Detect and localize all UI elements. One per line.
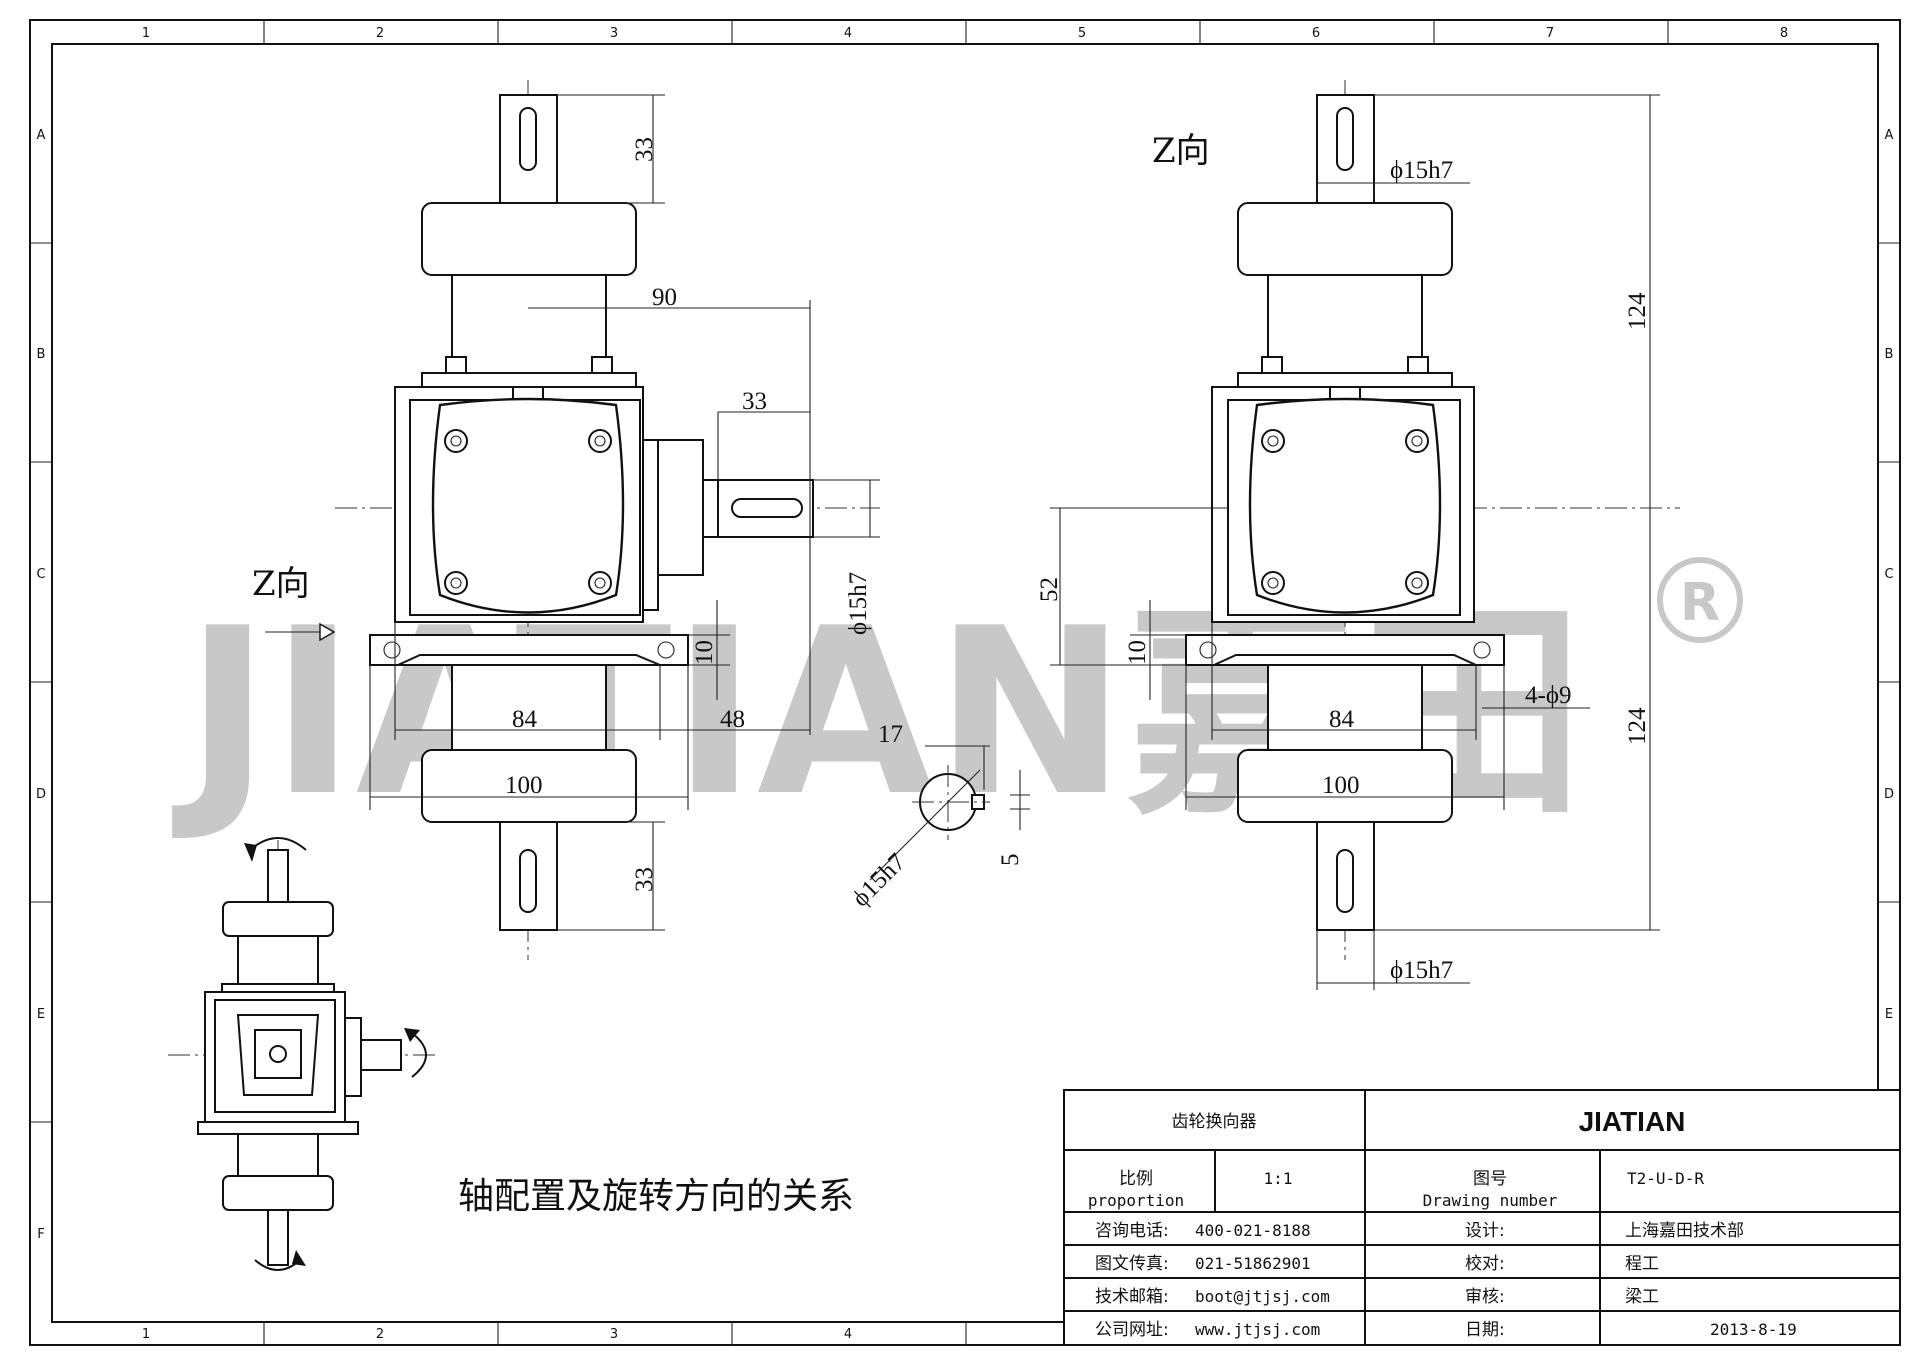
fax-value: 021-51862901 [1195, 1254, 1311, 1273]
dim-right-flange-thk: 10 [1124, 640, 1151, 665]
dim-right-bottom-dia: ϕ15h7 [1390, 957, 1453, 984]
dim-left-inner-width: 84 [512, 706, 538, 733]
product-name: 齿轮换向器 [1172, 1112, 1257, 1132]
dim-right-top-dia: ϕ15h7 [1390, 157, 1453, 184]
grid-row-b-right: B [1885, 347, 1894, 362]
keyway-section [869, 745, 1030, 881]
shaft-configuration-caption: 轴配置及旋转方向的关系 [458, 1176, 854, 1217]
grid-row-f: F [37, 1227, 44, 1242]
email-value: boot@jtjsj.com [1195, 1287, 1330, 1306]
left-view [265, 80, 880, 960]
grid-col-6: 6 [1312, 26, 1320, 41]
date-value: 2013-8-19 [1710, 1320, 1797, 1339]
grid-row-c-right: C [1884, 567, 1893, 582]
scale-value: 1:1 [1264, 1169, 1293, 1188]
web-label: 公司网址: [1095, 1320, 1169, 1340]
date-label: 日期: [1465, 1320, 1505, 1340]
grid-row-d: D [36, 787, 46, 802]
dim-left-side-shaft: 33 [742, 388, 767, 415]
dim-left-to-side-shaft: 90 [652, 284, 677, 311]
drawing-no-label-cn: 图号 [1473, 1169, 1507, 1189]
scale-label-en: proportion [1088, 1191, 1184, 1210]
review-label: 审核: [1465, 1287, 1505, 1307]
phone-value: 400-021-8188 [1195, 1221, 1311, 1240]
grid-row-a: A [37, 128, 46, 143]
grid-row-e: E [37, 1007, 45, 1022]
grid-row-d-right: D [1884, 787, 1894, 802]
dim-right-upper-height: 124 [1624, 292, 1651, 330]
fax-label: 图文传真: [1095, 1254, 1169, 1274]
design-value: 上海嘉田技术部 [1625, 1221, 1744, 1241]
grid-labels: 1 2 3 4 5 6 7 8 1 2 3 4 A B C D E F A B … [36, 26, 1894, 1342]
web-value: www.jtjsj.com [1195, 1320, 1320, 1339]
grid-col-1: 1 [142, 26, 150, 41]
dim-right-flange-width: 100 [1322, 772, 1360, 799]
z-direction-label: Z向 [252, 564, 310, 604]
grid-row-e-right: E [1885, 1007, 1893, 1022]
check-value: 程工 [1625, 1254, 1659, 1274]
dim-left-flange-thk: 10 [691, 640, 718, 665]
dim-left-bottom-shaft: 33 [631, 867, 658, 892]
right-view [1050, 80, 1680, 990]
registered-mark-letter: R [1680, 573, 1720, 633]
dim-right-holes: 4-ϕ9 [1525, 682, 1571, 709]
grid-row-c: C [36, 567, 45, 582]
grid-col-4: 4 [844, 26, 852, 41]
inner-border [51, 43, 1879, 1323]
scale-label-cn: 比例 [1119, 1169, 1153, 1189]
drawing-no-value: T2-U-D-R [1627, 1169, 1704, 1188]
registered-mark-icon [1657, 557, 1743, 643]
dim-keyway-height: 17 [878, 721, 903, 748]
grid-col-8: 8 [1780, 26, 1788, 41]
dim-right-center-height: 52 [1036, 577, 1063, 602]
rotation-arrow-side-icon [411, 1032, 427, 1078]
dim-keyway-shaft-dia: ϕ15h7 [847, 848, 911, 912]
phone-label: 咨询电话: [1095, 1221, 1169, 1241]
grid-row-a-right: A [1885, 128, 1894, 143]
grid-col-2-bottom: 2 [376, 1327, 384, 1342]
grid-col-7: 7 [1546, 26, 1554, 41]
email-label: 技术邮箱: [1095, 1287, 1169, 1307]
grid-row-b: B [37, 347, 46, 362]
dim-left-flange-width: 100 [505, 772, 543, 799]
dim-right-lower-height: 124 [1624, 707, 1651, 745]
grid-col-3: 3 [610, 26, 618, 41]
z-view-label: Z向 [1152, 131, 1210, 171]
shaft-configuration-view [168, 837, 440, 1271]
dim-left-shaft-dia: ϕ15h7 [845, 572, 872, 635]
design-label: 设计: [1465, 1221, 1505, 1241]
dim-left-top-shaft: 33 [631, 137, 658, 162]
grid-col-2: 2 [376, 26, 384, 41]
drawing-no-label-en: Drawing number [1423, 1191, 1558, 1210]
grid-col-5: 5 [1078, 26, 1086, 41]
brand-logo-text: JIATIAN [1579, 1106, 1686, 1137]
check-label: 校对: [1465, 1254, 1505, 1274]
grid-col-4-bottom: 4 [844, 1327, 852, 1342]
dim-right-inner-width: 84 [1329, 706, 1355, 733]
dim-keyway-width: 5 [997, 854, 1024, 867]
title-block [1063, 1089, 1901, 1346]
review-value: 梁工 [1625, 1287, 1659, 1307]
grid-col-1-bottom: 1 [142, 1327, 150, 1342]
dim-left-side-offset: 48 [720, 706, 745, 733]
grid-col-3-bottom: 3 [610, 1327, 618, 1342]
